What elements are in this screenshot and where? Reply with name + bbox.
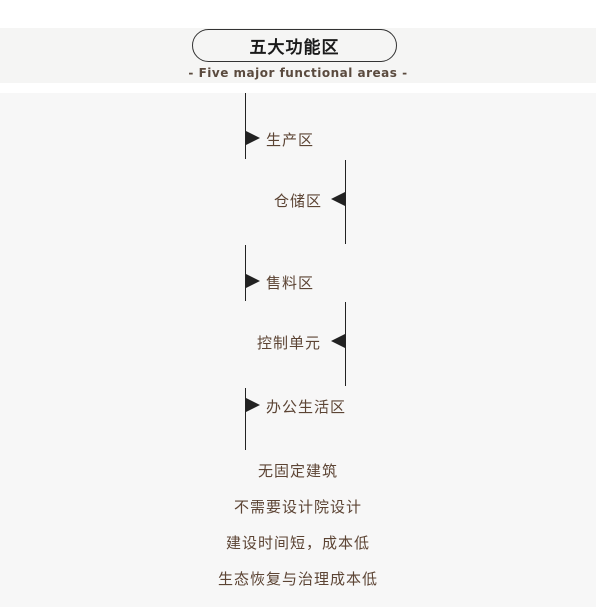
pointer-left-icon <box>331 192 345 206</box>
zone-sales: 售料区 <box>266 274 315 292</box>
feature-item: 不需要设计院设计 <box>233 498 362 516</box>
pointer-right-icon <box>246 398 260 412</box>
page-title: 五大功能区 <box>192 29 397 62</box>
zone-storage: 仓储区 <box>274 192 323 210</box>
timeline-line-right <box>345 160 346 244</box>
timeline-line-right <box>345 302 346 386</box>
content-area <box>0 93 596 607</box>
feature-item: 无固定建筑 <box>257 462 338 480</box>
zone-control-unit: 控制单元 <box>257 334 322 352</box>
timeline-line-left <box>245 93 246 159</box>
feature-item: 生态恢复与治理成本低 <box>217 570 378 588</box>
timeline-line-left <box>245 388 246 450</box>
zone-office-living: 办公生活区 <box>266 398 347 416</box>
pointer-right-icon <box>246 274 260 288</box>
zone-production: 生产区 <box>266 131 315 149</box>
feature-item: 建设时间短，成本低 <box>225 534 370 552</box>
timeline-line-left <box>245 245 246 301</box>
pointer-right-icon <box>246 131 260 145</box>
page-subtitle: - Five major functional areas - <box>188 66 408 80</box>
pointer-left-icon <box>331 334 345 348</box>
